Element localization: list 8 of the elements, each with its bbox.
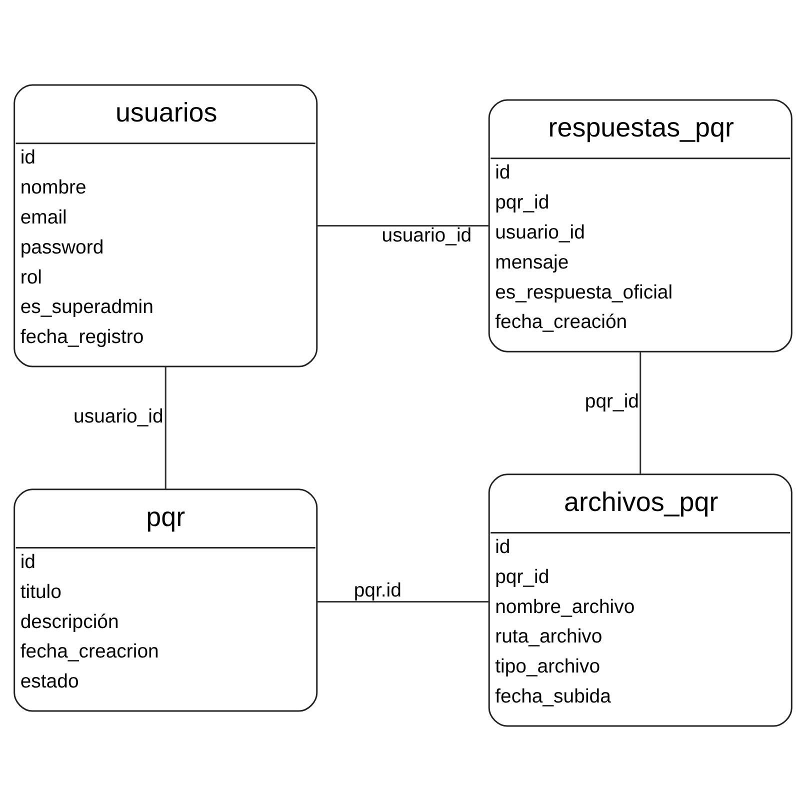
connector <box>640 352 642 474</box>
edge-label: usuario_id <box>382 224 472 246</box>
connector <box>164 366 166 489</box>
edge-label: usuario_id <box>74 405 164 428</box>
connector <box>317 600 490 602</box>
edge-label: pqr.id <box>354 578 402 601</box>
connector <box>317 224 490 226</box>
edge-label: pqr_id <box>584 390 639 412</box>
